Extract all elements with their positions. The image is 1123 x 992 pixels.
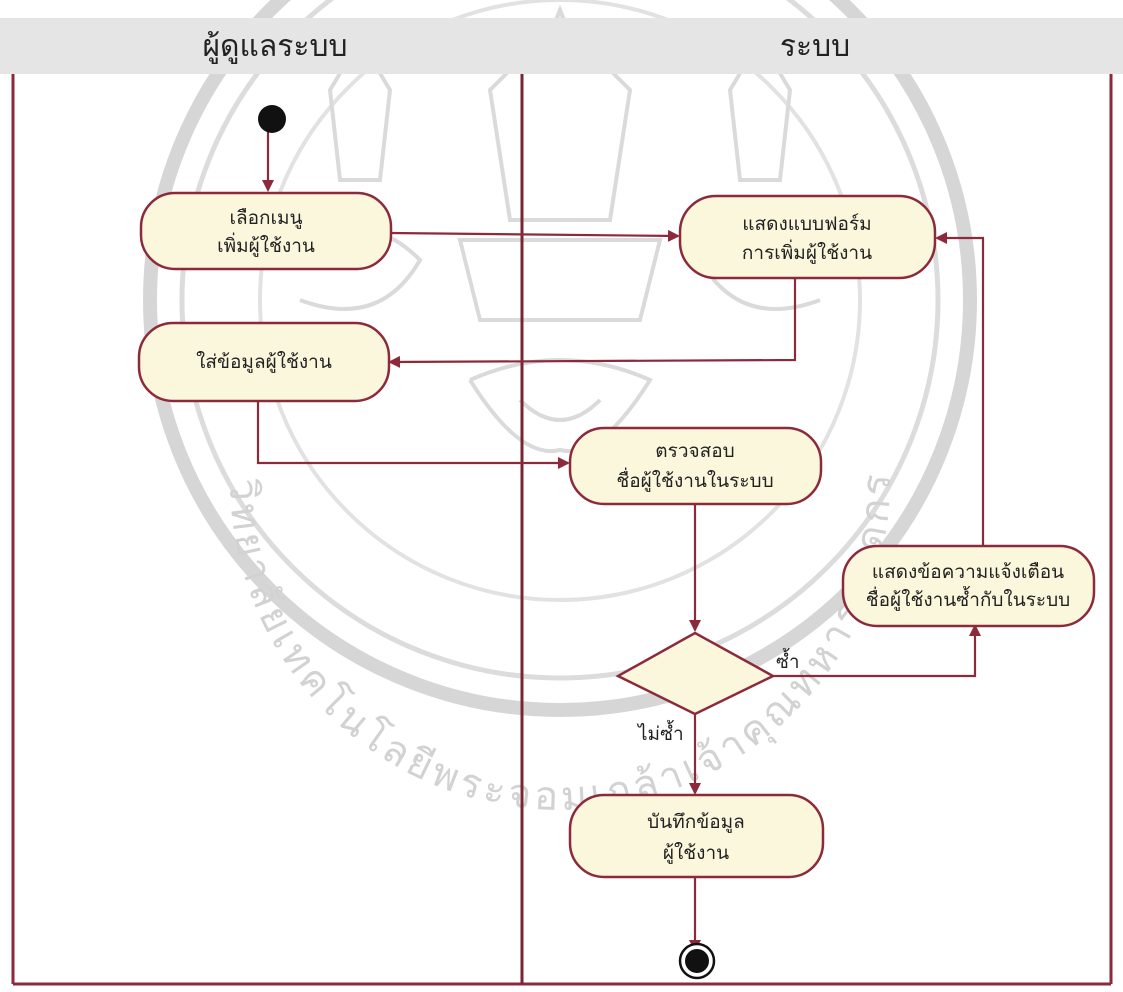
lane-title-admin: ผู้ดูแลระบบ bbox=[202, 29, 347, 64]
svg-text:เพิ่มผู้ใช้งาน: เพิ่มผู้ใช้งาน bbox=[217, 232, 315, 257]
svg-text:การเพิ่มผู้ใช้งาน: การเพิ่มผู้ใช้งาน bbox=[742, 239, 872, 264]
node-show-form: แสดงแบบฟอร์ม การเพิ่มผู้ใช้งาน bbox=[678, 194, 937, 280]
edge-enter-to-check bbox=[256, 400, 570, 469]
node-show-warning: แสดงข้อความแจ้งเตือน ชื่อผู้ใช้งานซ้ำกับ… bbox=[841, 544, 1096, 628]
svg-text:แสดงแบบฟอร์ม: แสดงแบบฟอร์ม bbox=[742, 213, 871, 235]
node-check-user: ตรวจสอบ ชื่อผู้ใช้งานในระบบ bbox=[568, 426, 823, 506]
lane-title-system: ระบบ bbox=[780, 29, 850, 64]
svg-text:ตรวจสอบ: ตรวจสอบ bbox=[655, 440, 734, 462]
node-enter-data: ใส่ข้อมูลผู้ใช้งาน bbox=[137, 321, 391, 403]
decision-node bbox=[615, 631, 776, 716]
edge-warning-to-form bbox=[935, 232, 985, 545]
node-select-menu: เลือกเมนู เพิ่มผู้ใช้งาน bbox=[139, 191, 393, 271]
svg-text:ใส่ข้อมูลผู้ใช้งาน: ใส่ข้อมูลผู้ใช้งาน bbox=[196, 351, 332, 373]
svg-text:แสดงข้อความแจ้งเตือน: แสดงข้อความแจ้งเตือน bbox=[872, 561, 1064, 583]
svg-text:ชื่อผู้ใช้งานในระบบ: ชื่อผู้ใช้งานในระบบ bbox=[616, 467, 773, 492]
swimlane-header bbox=[0, 18, 1123, 74]
node-save-data: บันทึกข้อมูล ผู้ใช้งาน bbox=[568, 793, 825, 879]
svg-text:บันทึกข้อมูล: บันทึกข้อมูล bbox=[647, 811, 745, 833]
edge-label-duplicate: ซ้ำ bbox=[776, 648, 800, 673]
svg-text:เลือกเมนู: เลือกเมนู bbox=[229, 207, 302, 229]
end-node bbox=[678, 942, 716, 980]
edge-decision-dup bbox=[772, 624, 981, 678]
edge-form-to-enter bbox=[388, 278, 797, 368]
edge-select-to-form bbox=[389, 229, 680, 242]
svg-text:ผู้ใช้งาน: ผู้ใช้งาน bbox=[663, 842, 729, 864]
swimlane-frame bbox=[11, 74, 1113, 986]
svg-text:ชื่อผู้ใช้งานซ้ำกับในระบบ: ชื่อผู้ใช้งานซ้ำกับในระบบ bbox=[866, 586, 1070, 611]
edges bbox=[256, 132, 985, 952]
start-node bbox=[258, 105, 286, 133]
edge-label-not-duplicate: ไม่ซ้ำ bbox=[636, 720, 684, 745]
